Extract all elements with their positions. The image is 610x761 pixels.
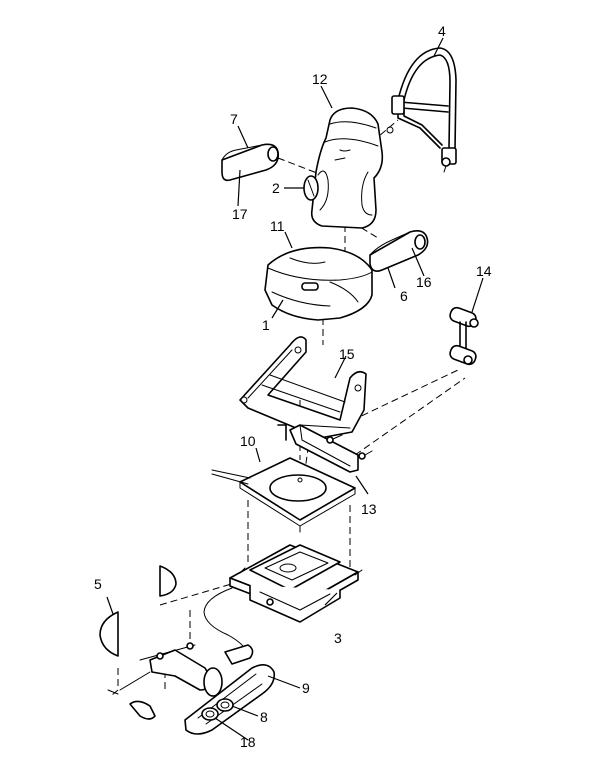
half-disc-cover [159, 565, 177, 597]
right-armrest-part-16 [369, 230, 429, 272]
callout-7: 7 [230, 111, 238, 127]
callout-1: 1 [262, 317, 270, 333]
cable [203, 587, 249, 656]
knob-part-8 [216, 698, 234, 712]
bracket-part-13 [277, 424, 373, 473]
linkage-rods [107, 642, 223, 720]
callout-13: 13 [361, 501, 377, 517]
callout-6: 6 [400, 288, 408, 304]
callout-14: 14 [476, 263, 492, 279]
swivel-plate-part-10 [211, 457, 356, 533]
callout-4: 4 [438, 23, 446, 39]
callout-15: 15 [339, 346, 355, 362]
knob-part-18 [201, 707, 219, 721]
seat-cushion-part-11 [264, 246, 373, 321]
callout-2: 2 [272, 180, 280, 196]
callout-labels: 1 2 3 4 5 6 7 8 9 10 11 12 13 14 15 16 1… [94, 23, 492, 750]
backrest-part-12 [310, 107, 384, 229]
cover-part-5 [99, 611, 119, 657]
callout-10: 10 [240, 433, 256, 449]
back-frame-part-4 [386, 47, 457, 173]
callout-8: 8 [260, 709, 268, 725]
seat-bracket-part-15 [239, 336, 367, 439]
shock-absorber-part-14 [449, 306, 479, 366]
callout-9: 9 [302, 680, 310, 696]
callout-11: 11 [270, 218, 285, 234]
callout-18: 18 [240, 734, 256, 750]
left-armrest-part-7 [221, 143, 280, 182]
callout-12: 12 [312, 71, 328, 87]
callout-5: 5 [94, 576, 102, 592]
callout-17: 17 [232, 206, 248, 222]
callout-16: 16 [416, 274, 432, 290]
leader-lines [106, 37, 484, 741]
callout-3: 3 [334, 630, 342, 646]
suspension-base-part-3 [229, 544, 363, 623]
recline-lever-part-2 [303, 175, 319, 201]
